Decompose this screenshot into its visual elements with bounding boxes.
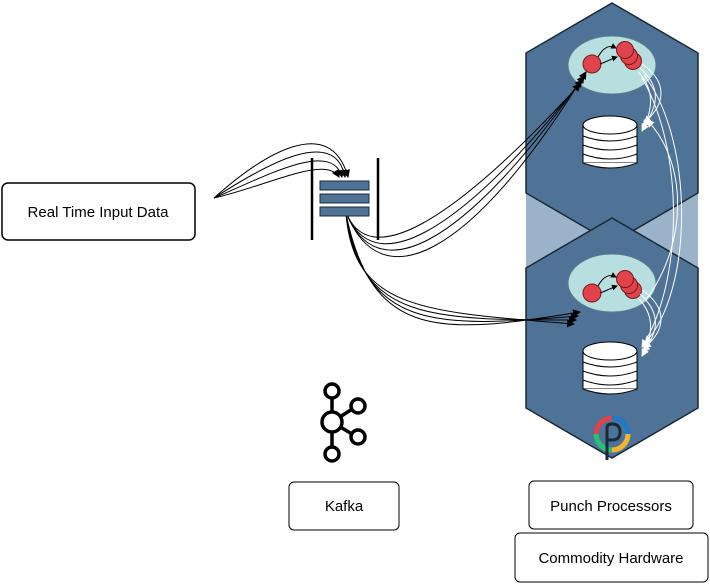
kafka-logo-icon bbox=[320, 382, 367, 463]
processor-hexagon-bottom bbox=[525, 217, 699, 459]
processor-nodes-icon bbox=[567, 253, 657, 313]
punch-logo-icon bbox=[593, 415, 631, 460]
commodity-hardware-box: Commodity Hardware bbox=[514, 532, 709, 583]
commodity-hardware-label: Commodity Hardware bbox=[538, 550, 683, 567]
punch-processors-box: Punch Processors bbox=[528, 480, 694, 530]
database-icon bbox=[582, 341, 638, 395]
input-to-kafka-arrows bbox=[213, 143, 350, 199]
processor-hexagon-top bbox=[525, 2, 699, 244]
message-queue-icon bbox=[310, 158, 380, 240]
real-time-input-label: Real Time Input Data bbox=[28, 204, 170, 221]
real-time-input-box: Real Time Input Data bbox=[1, 182, 196, 241]
processor-nodes-icon bbox=[567, 35, 657, 95]
database-icon bbox=[582, 115, 638, 169]
kafka-to-processors-arrows bbox=[345, 71, 587, 328]
punch-processors-label: Punch Processors bbox=[550, 498, 672, 515]
kafka-label: Kafka bbox=[325, 498, 364, 515]
kafka-box: Kafka bbox=[288, 481, 400, 531]
storage-flow-arrows bbox=[637, 63, 683, 357]
